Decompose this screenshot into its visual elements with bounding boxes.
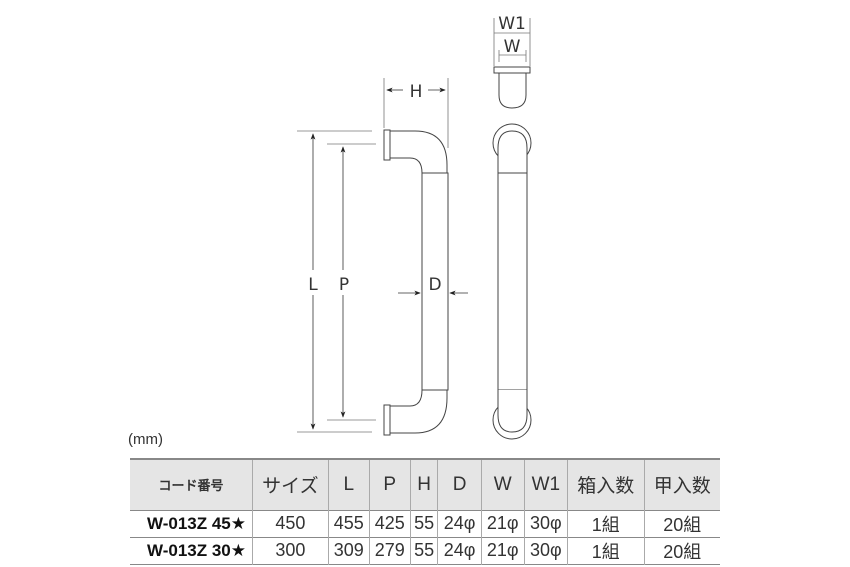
table-row: W-013Z 45★ 450 455 425 55 24φ 21φ 30φ 1組… — [130, 510, 720, 537]
dimension-lines — [297, 18, 531, 433]
cell: 455 — [327, 510, 370, 537]
cell: 309 — [327, 537, 370, 564]
cell: 20組 — [643, 510, 720, 537]
header-H: H — [409, 459, 438, 510]
cell: 1組 — [566, 537, 645, 564]
header-D: D — [437, 459, 482, 510]
header-P: P — [368, 459, 411, 510]
dim-label-P: P — [339, 275, 349, 295]
cell: 450 — [252, 510, 329, 537]
dim-label-H: H — [410, 82, 423, 102]
cell: 55 — [409, 510, 438, 537]
header-case-qty: 甲入数 — [643, 459, 720, 510]
dim-label-D: D — [428, 275, 441, 295]
table-row: W-013Z 30★ 300 309 279 55 24φ 21φ 30φ 1組… — [130, 537, 720, 564]
cell-code: W-013Z 30★ — [147, 540, 246, 560]
header-W1: W1 — [523, 459, 568, 510]
end-view — [493, 66, 531, 109]
side-view — [383, 129, 449, 436]
cell: 300 — [252, 537, 329, 564]
cell: 24φ — [437, 510, 482, 537]
cell: 55 — [409, 537, 438, 564]
header-W: W — [480, 459, 525, 510]
table-header-row: コード番号 サイズ L P H D W W1 箱入数 甲入数 — [130, 459, 720, 510]
handle-technical-drawing: L P H D W1 W — [297, 14, 532, 440]
cell: 30φ — [523, 537, 568, 564]
header-L: L — [327, 459, 370, 510]
cell: 24φ — [437, 537, 482, 564]
header-box-qty: 箱入数 — [566, 459, 645, 510]
dim-label-W1: W1 — [498, 14, 526, 34]
cell: 279 — [368, 537, 411, 564]
cell: 20組 — [643, 537, 720, 564]
front-view — [492, 123, 532, 440]
header-code: コード番号 — [158, 478, 224, 494]
spec-table: コード番号 サイズ L P H D W W1 箱入数 甲入数 W-013Z 45… — [130, 458, 720, 565]
cell: 21φ — [480, 537, 525, 564]
cell: 21φ — [480, 510, 525, 537]
cell: 30φ — [523, 510, 568, 537]
dim-label-W: W — [504, 37, 521, 57]
dim-label-L: L — [308, 275, 318, 295]
cell-code: W-013Z 45★ — [147, 513, 246, 533]
header-size: サイズ — [252, 459, 329, 510]
cell: 1組 — [566, 510, 645, 537]
unit-label: (mm) — [128, 431, 163, 448]
cell: 425 — [368, 510, 411, 537]
